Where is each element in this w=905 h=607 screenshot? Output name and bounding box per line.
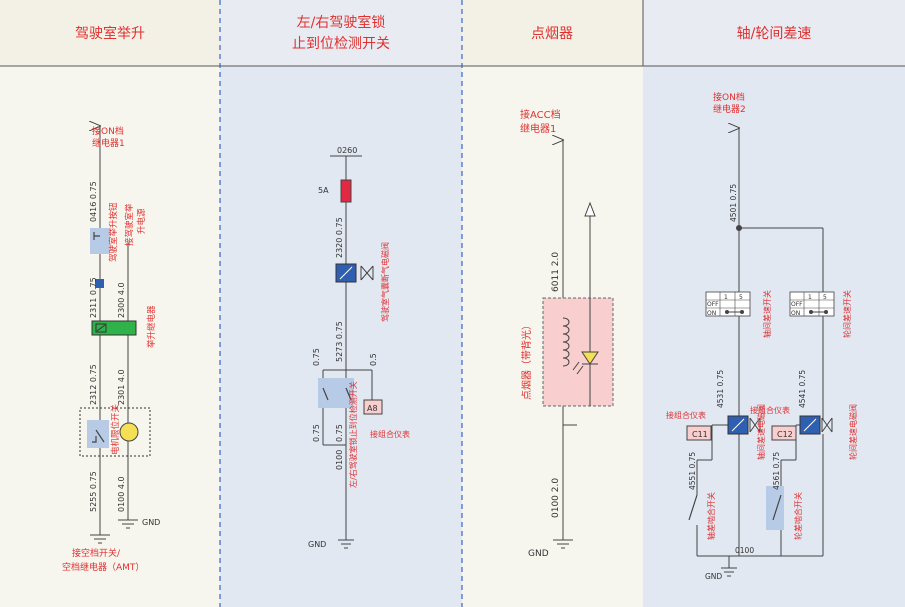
valve-symbol [360, 265, 374, 281]
connector-c11-label: C11 [692, 430, 708, 439]
wheel-engage-switch [772, 494, 782, 521]
wire-label-2312: 2312 0.75 [89, 364, 98, 405]
axle-switch-head-1: 1 [724, 294, 728, 301]
airbag-valve-label: 驾驶室气囊断气电磁阀 [380, 242, 390, 322]
wire-label-05: 0.5 [369, 353, 378, 366]
backlight-feed-arrow [584, 201, 596, 217]
connector-a8-label: A8 [367, 404, 378, 413]
to-cluster-label: 接组合仪表 [370, 429, 410, 439]
to-cluster-right: 接组合仪表 [750, 405, 790, 415]
header-cab-lift: 驾驶室举升 [75, 25, 145, 42]
gnd-label: GND [142, 518, 160, 527]
to-acc-line1: 接ACC档 [520, 108, 561, 121]
motor-limit-switch-label: 电机限位开关 [110, 403, 121, 455]
axle-off-label: OFF [707, 301, 719, 308]
column-bg-cab-lift [0, 0, 220, 607]
connector-c11 [686, 425, 712, 441]
to-on-relay2-line2: 继电器2 [713, 103, 746, 115]
to-neutral-line1: 接空档开关/ [72, 547, 121, 559]
to-cluster-left: 接组合仪表 [666, 410, 706, 420]
to-on-relay1-line2: 继电器1 [92, 137, 125, 149]
wire-label-4541: 4541 0.75 [798, 370, 807, 408]
to-cab-lift-power-line2: 升电源 [136, 208, 147, 234]
header-cab-lock-line1: 左/右驾驶室锁 [297, 14, 386, 31]
axle-engage-switch-label: 轴差啮合开关 [706, 492, 716, 540]
wheel-diff-switch-table [789, 291, 835, 317]
wire-label-4551: 4551 0.75 [688, 452, 697, 490]
motor-limit-switch-box [79, 407, 151, 457]
wire-label-6011: 6011 2.0 [551, 252, 561, 292]
wire-label-0100: 0100 4.0 [117, 476, 126, 512]
connector-c12 [771, 425, 797, 441]
wire-label-4501: 4501 0.75 [729, 184, 738, 222]
junction-dot [736, 225, 742, 231]
gnd-label: GND [308, 540, 326, 549]
connector-a8 [363, 399, 383, 415]
wire-label-4531: 4531 0.75 [716, 370, 725, 408]
lighter-box [542, 297, 614, 407]
to-on-relay1-line1: 接ON档 [92, 125, 124, 137]
column-bg-cab-lock [220, 0, 462, 607]
wire-label-4561: 4561 0.75 [772, 452, 781, 490]
cab-lift-button-symbol [93, 232, 100, 240]
wheel-on-label: ON [791, 310, 800, 317]
lift-motor-lamp [119, 422, 139, 442]
wheel-switch-head-5: 5 [823, 294, 827, 301]
wire-label-2301: 2301 4.0 [117, 369, 126, 405]
cab-lift-button-label: 驾驶室举升按钮 [108, 202, 119, 262]
lock-switch-label: 左/右驾驶室锁止到位检测开关 [348, 381, 358, 488]
wire-label-5273: 5273 0.75 [335, 321, 344, 362]
header-lighter: 点烟器 [531, 26, 573, 42]
wire-label-0100: 0100 [735, 546, 754, 555]
to-neutral-line2: 空档继电器（AMT） [62, 561, 144, 573]
cab-lift-connector [95, 279, 104, 288]
wheel-valve-symbol [821, 417, 833, 433]
wire-label-0100: 0100 [335, 450, 344, 470]
header-cab-lock-line2: 止到位检测开关 [292, 36, 390, 52]
wire-label-2300: 2300 4.0 [117, 282, 126, 318]
axle-switch-head-5: 5 [739, 294, 743, 301]
wire-label-2320: 2320 0.75 [335, 217, 344, 258]
differential-circuit [696, 128, 824, 577]
header-differential: 轴/轮间差速 [737, 26, 812, 42]
lighter-label: 点烟器（带背光） [520, 320, 533, 400]
wire-label-0416: 0416 0.75 [89, 181, 98, 222]
wire-label-2311: 2311 0.75 [89, 277, 98, 318]
connector-c12-label: C12 [777, 430, 793, 439]
fuse-5a [340, 179, 352, 203]
lift-relay [91, 320, 137, 336]
to-on-relay2-line1: 接ON档 [713, 91, 745, 103]
fuse-label: 5A [318, 186, 329, 195]
gnd-label: GND [528, 549, 549, 559]
lock-switch-left [322, 387, 329, 401]
wheel-engage-switch-highlight [766, 486, 784, 530]
axle-valve-symbol [749, 417, 761, 433]
lock-switch-right [345, 387, 352, 401]
wheel-diff-valve-label: 轮间差速电磁阀 [848, 404, 858, 460]
wheel-diff-switch-label: 轮间差速开关 [842, 290, 852, 338]
limit-switch-symbol [92, 429, 105, 443]
to-acc-line2: 继电器1 [520, 122, 556, 135]
wheel-switch-head-1: 1 [808, 294, 812, 301]
gnd-label: GND [705, 572, 722, 581]
axle-on-label: ON [707, 310, 716, 317]
axle-diff-valve-label: 轴间差速电磁阀 [756, 404, 766, 460]
wire-label-075-left-bottom: 0.75 [312, 424, 321, 442]
wheel-engage-switch-label: 轮差啮合开关 [793, 492, 803, 540]
wire-label-5255: 5255 0.75 [89, 471, 98, 512]
lighter-coil [562, 317, 570, 367]
wheel-off-label: OFF [791, 301, 803, 308]
lift-relay-label: 举升继电器 [146, 305, 157, 348]
axle-diff-switch-table [705, 291, 751, 317]
axle-engage-switch [688, 494, 698, 521]
wire-label-0100: 0100 2.0 [551, 478, 561, 518]
to-cab-lift-power-line1: 接驾驶室举 [124, 203, 135, 246]
wire-label-075-left-top: 0.75 [312, 348, 321, 366]
wire-label-075-mid: 0.75 [335, 424, 344, 442]
cab-lift-button-highlight [90, 228, 110, 254]
wire-label-0260: 0260 [337, 146, 357, 155]
backlight-led [581, 351, 599, 365]
axle-diff-switch-label: 轴间差速开关 [762, 290, 772, 338]
